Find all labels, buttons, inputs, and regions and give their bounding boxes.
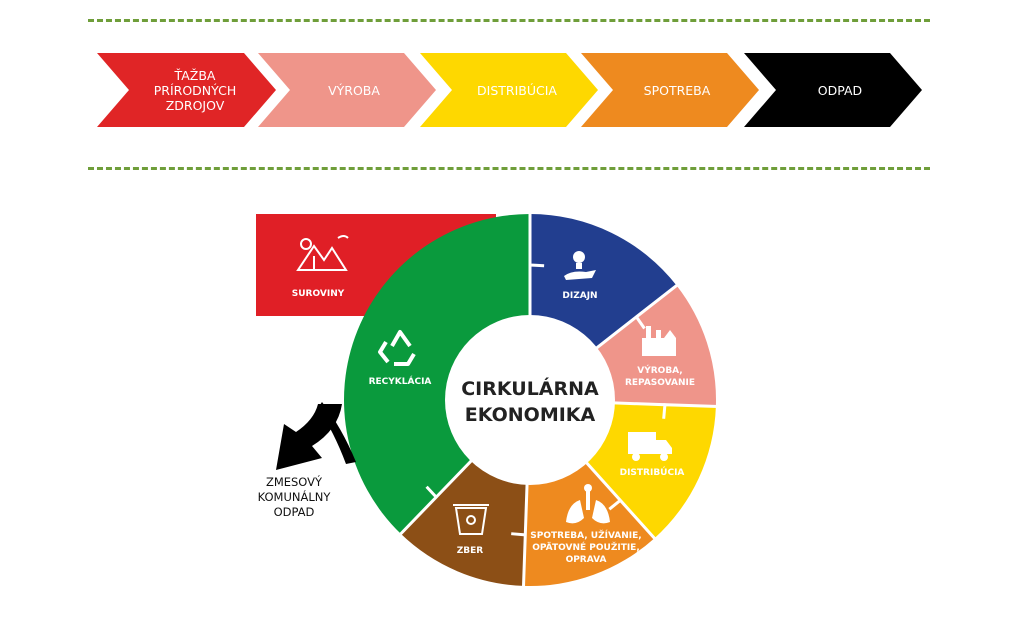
segment-label-recycling: RECYKLÁCIA — [369, 375, 432, 387]
factory-icon — [642, 326, 676, 356]
top-divider — [88, 19, 930, 22]
stage-label-waste: ODPAD — [817, 82, 863, 98]
waste-label-line2: KOMUNÁLNY — [258, 489, 332, 504]
mixed-waste-arrow-icon — [276, 402, 356, 470]
segment-separator — [528, 212, 545, 316]
truck-icon — [628, 432, 672, 461]
recycle-icon — [378, 330, 416, 366]
segment-label-production-line1: VÝROBA, — [637, 364, 682, 376]
segment-design — [530, 214, 677, 349]
lightbulb-hand-icon — [564, 251, 596, 280]
segment-consumption — [523, 462, 655, 586]
segment-separator — [613, 401, 718, 419]
segment-recycling — [344, 213, 530, 534]
stage-label-consumption: SPOTREBA — [643, 82, 711, 98]
center-title-line1: CIRKULÁRNA — [461, 377, 599, 400]
raw-materials-label: SUROVINY — [292, 289, 345, 299]
stage-arrow-consumption — [581, 53, 759, 127]
stage-arrow-distribution — [420, 53, 598, 127]
segment-label-consumption-line3: OPRAVA — [566, 555, 607, 565]
stage-arrow-extraction — [97, 53, 276, 127]
stage-arrow-production — [258, 53, 436, 127]
stage-arrow-waste — [744, 53, 922, 127]
stage-label-extraction: ŤAŽBA PRÍRODNÝCH ZDROJOV — [153, 67, 237, 113]
middle-divider — [88, 167, 930, 170]
segment-collection — [400, 460, 528, 586]
center-circle — [445, 315, 615, 485]
bin-icon — [453, 504, 489, 535]
stage-label-production: VÝROBA — [328, 82, 380, 98]
segment-label-production-line2: REPASOVANIE — [625, 378, 695, 388]
segment-separator — [511, 483, 529, 588]
segment-label-collection: ZBER — [457, 546, 484, 556]
segment-label-consumption-line2: OPÄTOVNÉ POUŽITIE, — [532, 541, 640, 553]
segment-label-consumption-line1: SPOTREBA, UŽÍVANIE, — [530, 529, 641, 541]
center-title-line2: EKONOMIKA — [465, 404, 596, 426]
waste-label-line3: ODPAD — [274, 505, 315, 519]
waste-label-line1: ZMESOVÝ — [266, 474, 323, 489]
lungs-icon — [566, 484, 610, 524]
linear-economy-chain — [97, 53, 922, 127]
segment-distribution — [586, 402, 716, 539]
mountains-icon — [296, 235, 349, 271]
segment-separator — [585, 461, 657, 541]
segment-label-distribution: DISTRIBÚCIA — [620, 466, 685, 478]
stage-label-distribution: DISTRIBÚCIA — [477, 82, 557, 98]
segment-label-design: DIZAJN — [562, 291, 597, 301]
